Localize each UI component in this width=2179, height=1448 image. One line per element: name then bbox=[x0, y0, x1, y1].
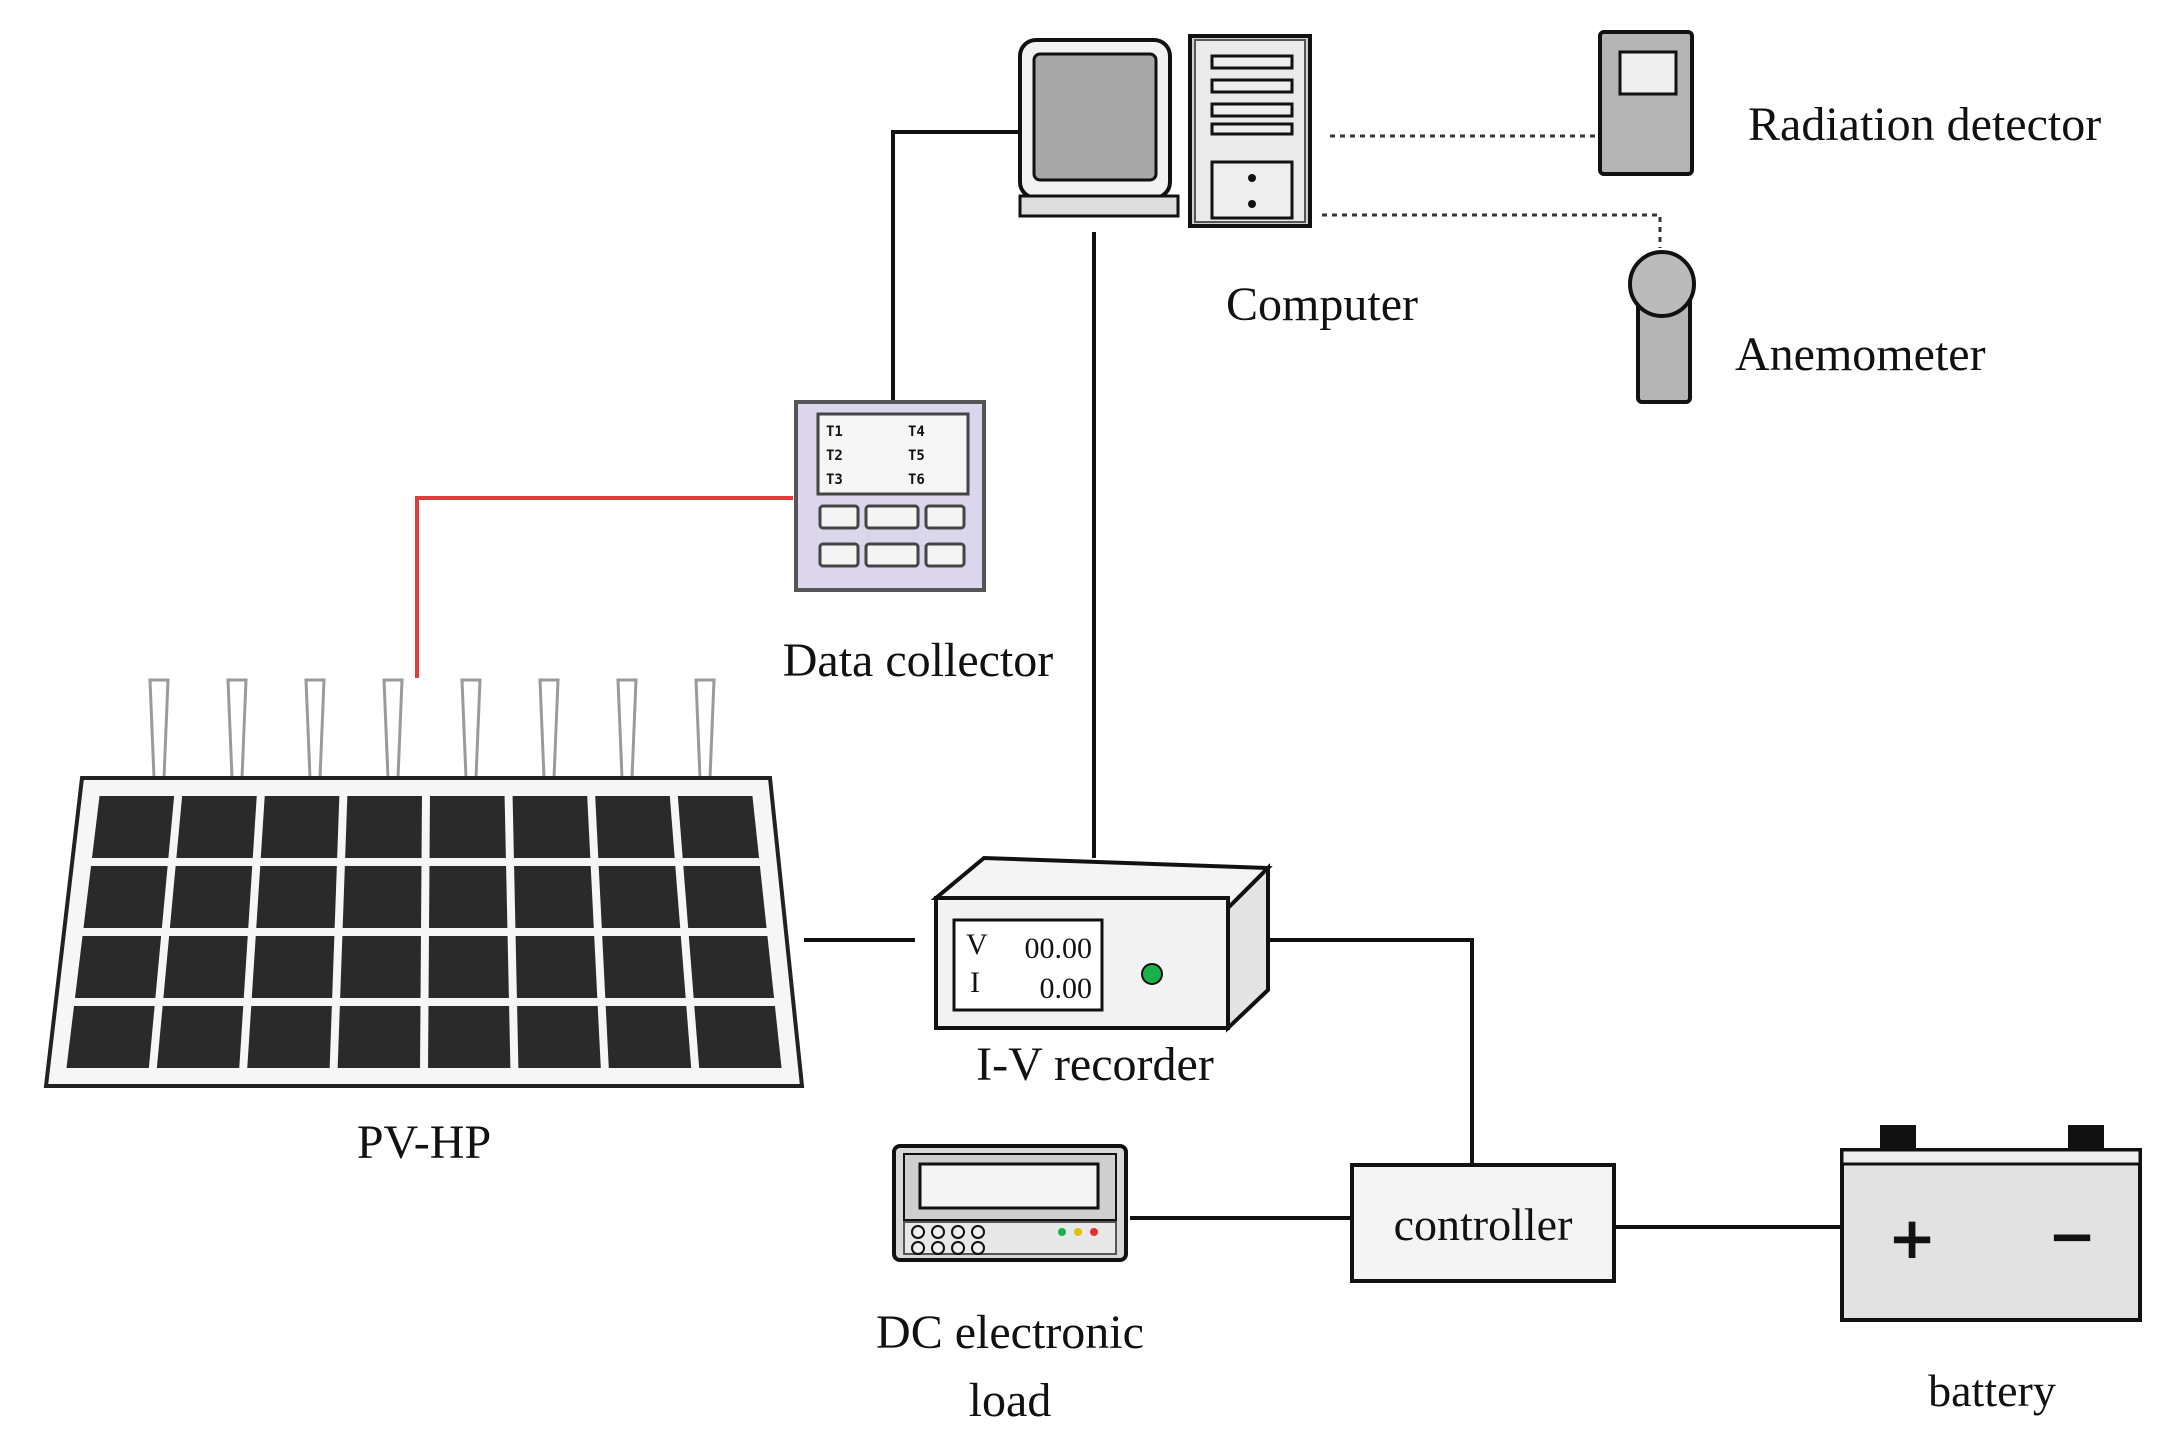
solar-cell bbox=[66, 1006, 155, 1068]
collector-t6: T6 bbox=[908, 472, 925, 488]
controller-box bbox=[1350, 1163, 1616, 1283]
heat-pipe-tube bbox=[382, 678, 404, 780]
solar-cell bbox=[256, 866, 337, 928]
solar-cell bbox=[176, 796, 257, 858]
controller-label: controller bbox=[1394, 1199, 1573, 1250]
anemometer: Anemometer bbox=[1628, 250, 1986, 404]
iv-recorder-label: I-V recorder bbox=[976, 1038, 1214, 1091]
battery: + − battery bbox=[1840, 1125, 2142, 1416]
controller: controller bbox=[1350, 1163, 1616, 1283]
solar-cell bbox=[688, 936, 775, 998]
dc-load-label-line1: DC electronic bbox=[876, 1306, 1144, 1359]
solar-cell bbox=[429, 866, 508, 928]
collector-computer-wire bbox=[891, 130, 1018, 402]
load-button bbox=[931, 1225, 945, 1239]
load-button bbox=[971, 1225, 985, 1239]
iv-display bbox=[952, 918, 1104, 1012]
collector-t1: T1 bbox=[826, 424, 843, 440]
solar-cell bbox=[74, 936, 162, 998]
solar-cell bbox=[512, 796, 591, 858]
solar-cell bbox=[91, 796, 175, 858]
solar-cell bbox=[605, 1006, 692, 1068]
anemometer-link bbox=[1322, 213, 1662, 248]
heat-pipe-tube bbox=[616, 678, 638, 780]
load-button bbox=[951, 1241, 965, 1255]
solar-cell bbox=[251, 936, 335, 998]
anemometer-label: Anemometer bbox=[1735, 328, 1986, 381]
pv-hp-label: PV-HP bbox=[357, 1116, 491, 1169]
collector-t3: T3 bbox=[826, 472, 843, 488]
collector-t2: T2 bbox=[826, 448, 843, 464]
heat-pipe-tube bbox=[460, 678, 482, 780]
solar-cell bbox=[345, 796, 422, 858]
load-button bbox=[971, 1241, 985, 1255]
solar-cell bbox=[428, 936, 509, 998]
solar-cell bbox=[517, 1006, 601, 1068]
solar-cell bbox=[247, 1006, 332, 1068]
solar-cell bbox=[83, 866, 168, 928]
load-button bbox=[911, 1225, 925, 1239]
heat-pipe-tube bbox=[538, 678, 560, 780]
battery-minus-terminal: − bbox=[2048, 1202, 2097, 1270]
radiation-detector-label: Radiation detector bbox=[1748, 98, 2101, 151]
recorder-controller-wire bbox=[1268, 938, 1474, 1165]
solar-cell bbox=[595, 796, 675, 858]
solar-cell bbox=[428, 1006, 511, 1068]
solar-cell bbox=[340, 936, 421, 998]
panel-cells bbox=[66, 796, 782, 1068]
heat-pipe-tube bbox=[304, 678, 326, 780]
solar-cell bbox=[602, 936, 686, 998]
data-collector: T1 T4 T2 T5 T3 T6 Data collector bbox=[783, 400, 1054, 687]
status-led-icon bbox=[1141, 963, 1163, 985]
heat-pipe-tube bbox=[226, 678, 248, 780]
heat-pipe-tube bbox=[148, 678, 170, 780]
load-button bbox=[951, 1225, 965, 1239]
solar-cell bbox=[260, 796, 340, 858]
iv-i-value: 0.00 bbox=[1040, 972, 1093, 1005]
solar-cell bbox=[337, 1006, 421, 1068]
battery-plus-terminal: + bbox=[1888, 1204, 1937, 1272]
dc-electronic-load: DC electronic load bbox=[876, 1144, 1144, 1427]
load-button bbox=[911, 1241, 925, 1255]
pv-hp-panel: PV-HP bbox=[43, 678, 805, 1169]
collector-t4: T4 bbox=[908, 424, 925, 440]
solar-cell bbox=[514, 866, 594, 928]
computer-label: Computer bbox=[1226, 278, 1418, 331]
dc-load-label-line2: load bbox=[969, 1374, 1052, 1427]
solar-cell bbox=[683, 866, 767, 928]
solar-cell bbox=[677, 796, 760, 858]
load-button bbox=[931, 1241, 945, 1255]
iv-i-label: I bbox=[970, 966, 980, 999]
iv-v-value: 00.00 bbox=[1025, 932, 1093, 965]
battery-label: battery bbox=[1928, 1365, 2056, 1416]
solar-cell bbox=[598, 866, 681, 928]
heat-pipe-tube bbox=[694, 678, 716, 780]
computer: Computer bbox=[1018, 34, 1418, 331]
battery-icon bbox=[1840, 1148, 2142, 1322]
iv-v-label: V bbox=[966, 928, 988, 961]
solar-cell bbox=[515, 936, 598, 998]
solar-cell bbox=[156, 1006, 244, 1068]
collector-t5: T5 bbox=[908, 448, 925, 464]
radiation-detector: Radiation detector bbox=[1598, 30, 2101, 176]
solar-cell bbox=[169, 866, 253, 928]
sensor-links bbox=[1322, 134, 1662, 248]
heat-pipe-tubes bbox=[148, 678, 716, 780]
keyboard-icon bbox=[1018, 194, 1180, 218]
solar-cell bbox=[429, 796, 506, 858]
solar-cell bbox=[694, 1006, 782, 1068]
iv-recorder: V 00.00 I 0.00 I-V recorder bbox=[930, 855, 1273, 1091]
thermocouple-wire bbox=[415, 496, 793, 678]
solar-cell bbox=[342, 866, 422, 928]
data-collector-label: Data collector bbox=[783, 634, 1054, 687]
connections bbox=[804, 130, 1842, 1229]
solar-cell bbox=[163, 936, 248, 998]
